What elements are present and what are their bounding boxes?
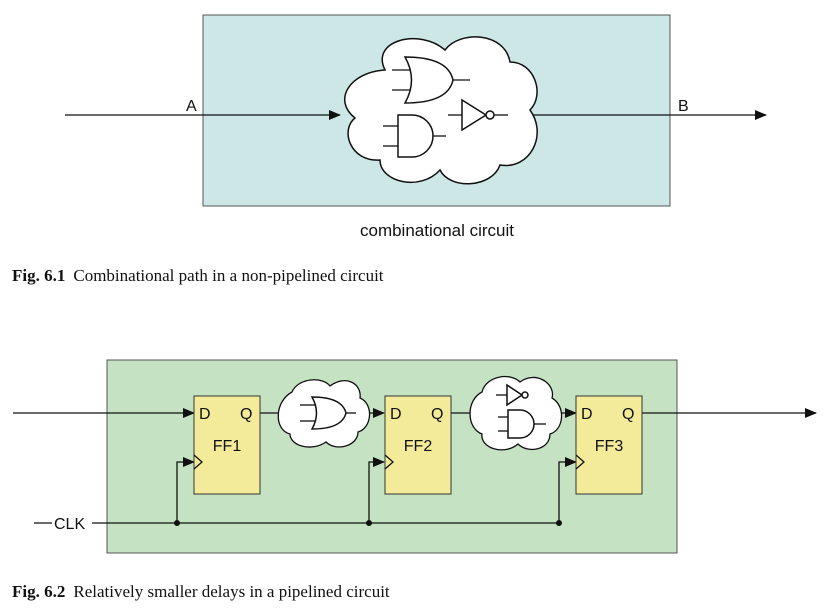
caption-number: Fig. 6.1 — [12, 266, 66, 285]
clock-tap-ff2 — [368, 457, 385, 523]
caption-fig-6-2: Fig. 6.2 Relatively smaller delays in a p… — [12, 582, 390, 602]
ff2-q-label: Q — [431, 406, 443, 423]
or-gate-icon — [300, 396, 356, 430]
combinational-circuit-label: combinational circuit — [360, 221, 514, 240]
clock-junction — [174, 520, 180, 526]
and-gate-icon — [383, 114, 446, 158]
caption-fig-6-1: Fig. 6.1 Combinational path in a non-pipe… — [12, 266, 384, 286]
ff1-d-label: D — [199, 406, 211, 423]
logic-cloud — [343, 36, 538, 185]
and-gate-icon — [498, 409, 546, 439]
flipflop-ff2: D Q FF2 — [384, 395, 452, 495]
clock-tap-ff1 — [176, 457, 195, 523]
figure-6-1: A B combinational circuit — [65, 14, 767, 240]
clock-label: CLK — [54, 516, 85, 533]
caption-number: Fig. 6.2 — [12, 582, 66, 601]
caption-text: Combinational path in a non-pipelined ci… — [73, 266, 384, 285]
not-gate-icon — [496, 383, 529, 407]
ff2-name: FF2 — [404, 438, 433, 455]
clock-junction — [556, 520, 562, 526]
flipflop-ff1: D Q FF1 — [193, 395, 261, 495]
caption-text: Relatively smaller delays in a pipelined… — [73, 582, 390, 601]
ff3-q-label: Q — [622, 406, 634, 423]
ff1-q-label: Q — [240, 406, 252, 423]
output-label-b: B — [678, 98, 689, 115]
input-label-a: A — [186, 98, 197, 115]
figure-6-2: CLK D Q FF1 D Q FF2 D Q FF3 — [13, 359, 817, 554]
ff3-d-label: D — [581, 406, 593, 423]
ff2-d-label: D — [390, 406, 402, 423]
logic-cloud-2 — [469, 375, 563, 451]
ff1-name: FF1 — [213, 438, 242, 455]
ff3-name: FF3 — [595, 438, 624, 455]
or-gate-icon — [392, 56, 470, 104]
clock-junction — [366, 520, 372, 526]
not-gate-icon — [448, 98, 508, 132]
flipflop-ff3: D Q FF3 — [575, 395, 643, 495]
logic-cloud-1 — [277, 379, 371, 448]
clock-tap-ff3 — [558, 457, 577, 523]
